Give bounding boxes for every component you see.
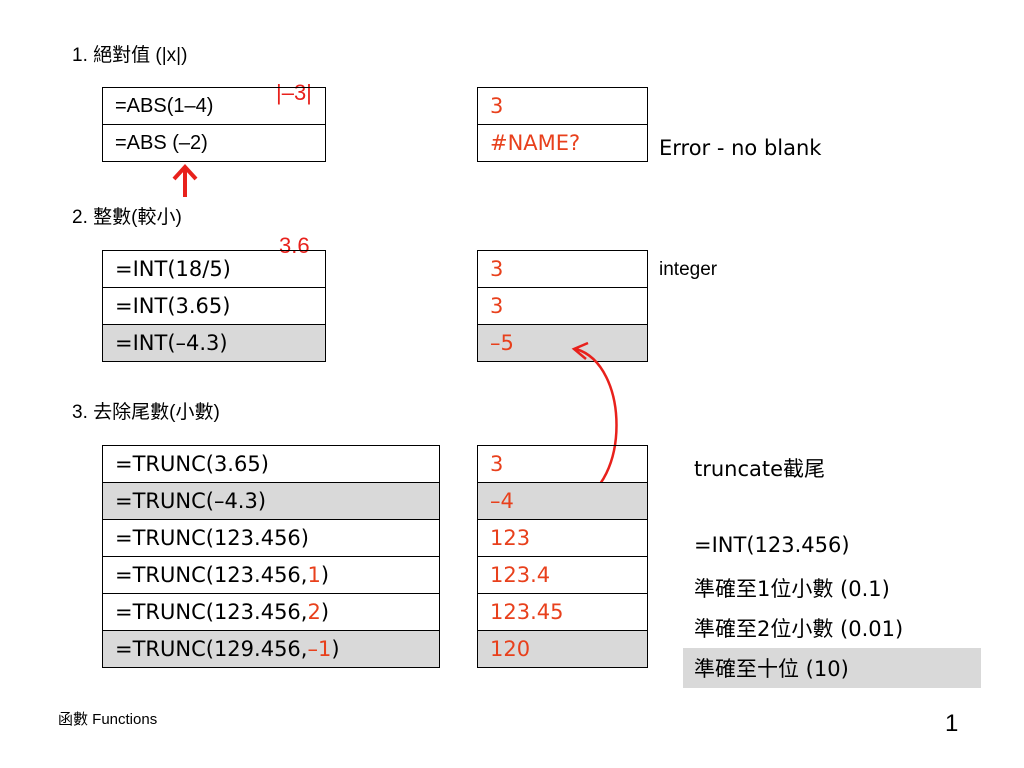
formula-cell: =TRUNC(123.456,2) xyxy=(102,593,440,631)
trunc-note: 準確至1位小數 (0.1) xyxy=(694,577,890,601)
formula-cell: =INT(–4.3) xyxy=(102,324,326,362)
int-formula-table: =INT(18/5) =INT(3.65) =INT(–4.3) xyxy=(102,250,326,362)
footer-label: 函數 Functions xyxy=(58,711,158,728)
abs-result-table: 3 #NAME? xyxy=(477,87,648,162)
section-heading-abs: 1. 絕對值 (|x|) xyxy=(72,45,188,66)
formula-cell: =TRUNC(129.456,–1) xyxy=(102,630,440,668)
result-cell: 123.45 xyxy=(477,593,648,631)
formula-cell: =INT(18/5) xyxy=(102,250,326,288)
result-cell: –4 xyxy=(477,482,648,520)
result-cell: 3 xyxy=(477,250,648,288)
up-arrow-icon xyxy=(172,164,198,197)
result-cell: 3 xyxy=(477,287,648,325)
trunc-note: 準確至2位小數 (0.01) xyxy=(694,617,904,641)
result-cell: 123 xyxy=(477,519,648,557)
result-cell: 3 xyxy=(477,87,648,125)
trunc-note: =INT(123.456) xyxy=(694,533,850,557)
formula-cell: =ABS (–2) xyxy=(102,124,326,162)
result-cell: –5 xyxy=(477,324,648,362)
result-cell: 3 xyxy=(477,445,648,483)
formula-arg: –1 xyxy=(307,637,332,661)
result-cell: 120 xyxy=(477,630,648,668)
formula-cell: =TRUNC(123.456,1) xyxy=(102,556,440,594)
formula-cell: =ABS(1–4) xyxy=(102,87,326,125)
formula-cell: =INT(3.65) xyxy=(102,287,326,325)
int-result-table: 3 3 –5 xyxy=(477,250,648,362)
trunc-note: 準確至十位 (10) xyxy=(694,657,849,681)
result-cell: #NAME? xyxy=(477,124,648,162)
trunc-result-table: 3 –4 123 123.4 123.45 120 xyxy=(477,445,648,668)
formula-arg: 2 xyxy=(307,600,321,624)
formula-cell: =TRUNC(3.65) xyxy=(102,445,440,483)
highlight-box xyxy=(683,648,981,688)
formula-cell: =TRUNC(123.456) xyxy=(102,519,440,557)
abs-note: Error - no blank xyxy=(659,136,822,160)
abs-formula-table: =ABS(1–4) =ABS (–2) xyxy=(102,87,326,162)
section-heading-int: 2. 整數(較小) xyxy=(72,207,182,228)
formula-cell: =TRUNC(–4.3) xyxy=(102,482,440,520)
section-heading-trunc: 3. 去除尾數(小數) xyxy=(72,402,220,423)
trunc-formula-table: =TRUNC(3.65) =TRUNC(–4.3) =TRUNC(123.456… xyxy=(102,445,440,668)
page-number: 1 xyxy=(945,710,959,737)
formula-arg: 1 xyxy=(307,563,321,587)
trunc-note: truncate截尾 xyxy=(694,457,826,481)
result-cell: 123.4 xyxy=(477,556,648,594)
int-note: integer xyxy=(659,259,718,280)
